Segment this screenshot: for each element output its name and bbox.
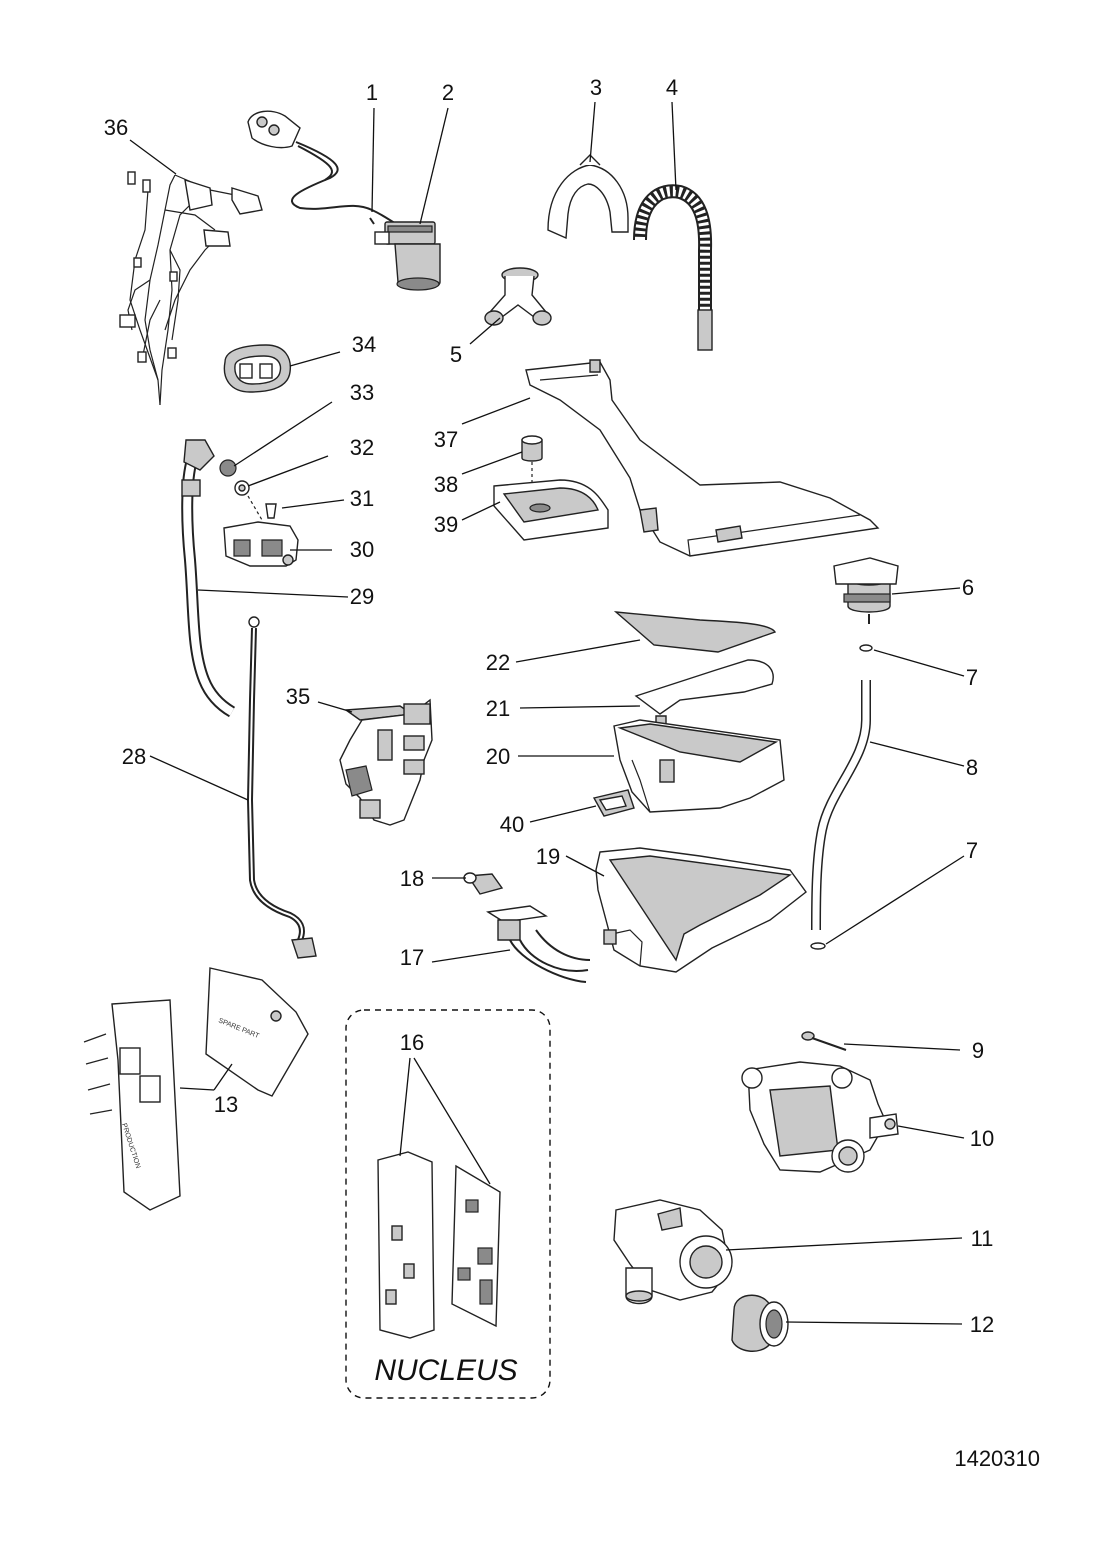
part-number-13: 13 [214, 1092, 238, 1117]
part-number-19: 19 [536, 844, 560, 869]
part-number-36: 36 [104, 115, 128, 140]
wiring-harness [119, 171, 263, 406]
part-number-21: 21 [486, 696, 510, 721]
part-number-7b: 7 [966, 838, 978, 863]
part-number-29: 29 [350, 584, 374, 609]
pressure-tube [811, 680, 871, 931]
part-number-1: 1 [366, 80, 378, 105]
nucleus-group: NUCLEUS [345, 1009, 551, 1399]
y-connector [484, 267, 552, 326]
part-number-labels: 1 2 3 4 36 34 5 33 32 31 30 29 37 38 39 … [104, 75, 994, 1337]
part-number-6: 6 [962, 575, 974, 600]
siphon-small [592, 789, 635, 817]
part-number-12: 12 [970, 1312, 994, 1337]
part-number-22: 22 [486, 650, 510, 675]
drain-pump [741, 1061, 899, 1173]
earth-cable [246, 616, 317, 959]
inlet-hose-and-valve [181, 439, 299, 718]
part-number-16: 16 [400, 1030, 424, 1055]
part-number-11: 11 [971, 1226, 994, 1251]
part-number-31: 31 [350, 486, 374, 511]
part-number-34: 34 [352, 332, 376, 357]
part-number-3: 3 [590, 75, 602, 100]
mains-cable-and-filter [247, 110, 441, 291]
hose-clamps [810, 644, 873, 950]
leader-lines [129, 101, 965, 1325]
part-number-37: 37 [434, 427, 458, 452]
part-number-35: 35 [286, 684, 310, 709]
part-number-7a: 7 [966, 665, 978, 690]
part-number-10: 10 [970, 1126, 994, 1151]
top-bracket [525, 359, 880, 557]
part-number-38: 38 [434, 472, 458, 497]
part-number-5: 5 [450, 342, 462, 367]
part-number-9: 9 [972, 1038, 984, 1063]
pump-housing [613, 1199, 733, 1305]
pressure-switch [833, 557, 899, 624]
part-number-28: 28 [122, 744, 146, 769]
nucleus-dashed-box [345, 1009, 551, 1399]
dispenser-pad [613, 611, 777, 653]
diagram-code: 1420310 [954, 1446, 1040, 1471]
grommet [223, 344, 292, 393]
part-number-32: 32 [350, 435, 374, 460]
nucleus-label: NUCLEUS [374, 1354, 517, 1387]
screw [801, 1031, 847, 1051]
door-lock [339, 698, 433, 826]
dispenser-drawer [613, 719, 785, 813]
part-number-40: 40 [500, 812, 524, 837]
part-number-4: 4 [666, 75, 678, 100]
drain-filter [731, 1294, 789, 1352]
part-number-39: 39 [434, 512, 458, 537]
dispenser-housing [595, 847, 807, 973]
hose-bracket [547, 154, 629, 240]
part-number-17: 17 [400, 945, 424, 970]
part-number-8: 8 [966, 755, 978, 780]
part-number-30: 30 [350, 537, 374, 562]
drain-hose [633, 184, 713, 351]
part-number-2: 2 [442, 80, 454, 105]
part-number-33: 33 [350, 380, 374, 405]
heater-and-sensor [463, 872, 591, 983]
part-number-18: 18 [400, 866, 424, 891]
part-number-20: 20 [486, 744, 510, 769]
dispenser-cap-and-tray [493, 435, 609, 541]
